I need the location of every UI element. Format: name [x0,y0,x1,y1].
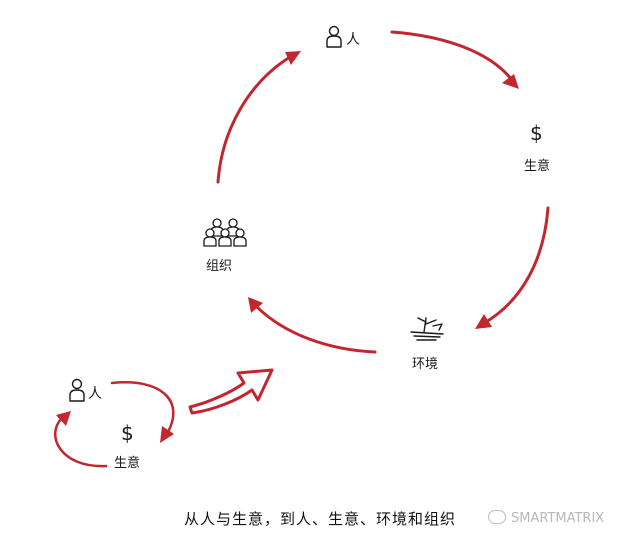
environment-label: 环境 [412,357,438,372]
arrow-organization-to-person [216,51,301,184]
arrow-business-to-environment [475,206,550,329]
watermark-text: SMARTMATRIX [511,511,605,526]
caption: 从人与生意，到人、生意、环境和组织 [183,510,456,528]
dollar-icon: $ [121,421,134,445]
small-cycle: 人 $ 生意 [53,378,175,471]
watermark: SMARTMATRIX [488,510,604,526]
node-organization: 组织 [203,218,247,274]
environment-icon [410,317,444,341]
organization-label: 组织 [206,259,232,274]
small-arrow-person-to-business [110,381,175,443]
small-person-label: 人 [88,386,102,402]
small-business-label: 生意 [114,455,140,471]
arrow-person-to-business [390,30,519,89]
arrow-environment-to-organization [248,297,377,354]
person-label: 人 [346,32,360,48]
small-arrow-business-to-person [53,411,108,468]
wechat-icon [488,510,506,524]
small-node-business: $ 生意 [114,421,140,471]
person-icon [326,25,342,48]
node-person: 人 [326,25,360,48]
node-business: $ 生意 [524,121,550,174]
small-node-person: 人 [69,378,102,402]
node-environment: 环境 [410,317,444,372]
business-label: 生意 [524,158,550,174]
person-icon [69,378,85,402]
dollar-icon: $ [530,121,543,145]
group-icon [203,218,247,247]
transition-arrow [188,368,274,415]
